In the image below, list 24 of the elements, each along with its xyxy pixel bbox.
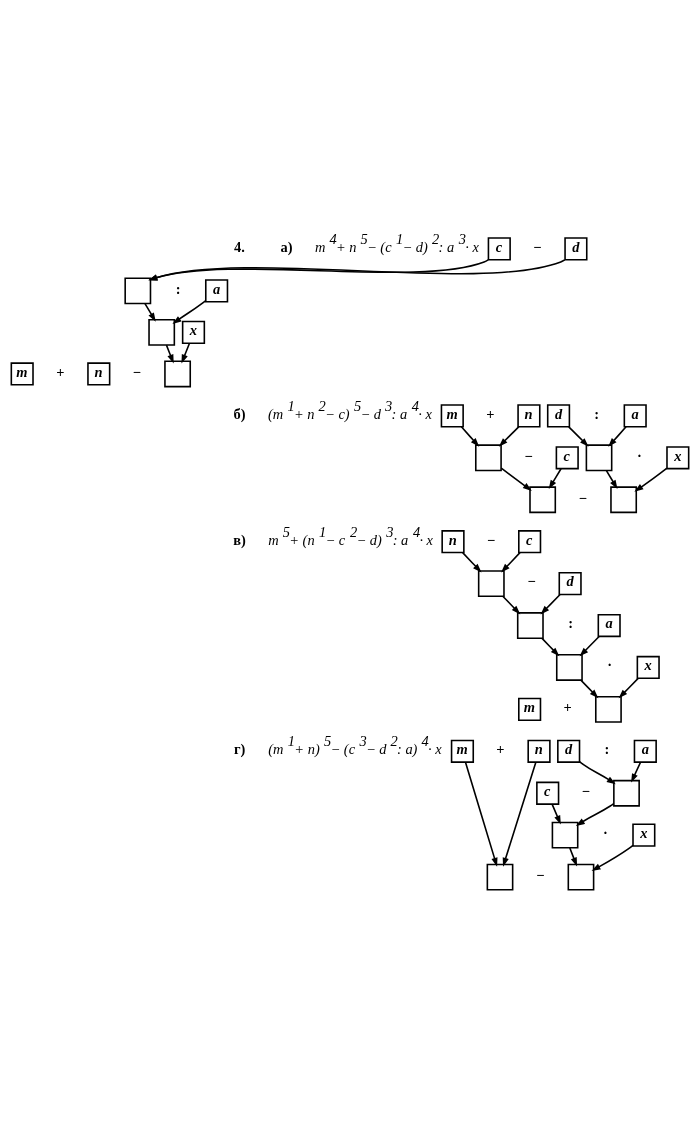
label: − — [132, 363, 142, 380]
label: · — [607, 657, 613, 674]
label: в) — [233, 531, 246, 548]
label: : — [568, 615, 574, 632]
label: + — [496, 741, 505, 758]
label: · — [603, 825, 608, 842]
label: − — [581, 783, 590, 800]
label: − — [536, 866, 545, 883]
label: − — [527, 573, 536, 590]
label: г) — [233, 741, 246, 758]
label: 4. — [233, 238, 245, 255]
label: + — [563, 699, 572, 716]
label: а) — [280, 238, 293, 255]
label: − — [578, 489, 588, 506]
label: : — [604, 741, 610, 758]
label: + — [56, 363, 65, 380]
label: + — [486, 405, 495, 422]
label: · — [636, 447, 642, 464]
label: − — [486, 531, 496, 548]
label: : — [594, 405, 600, 422]
label: б) — [233, 405, 246, 422]
label: − — [533, 238, 542, 255]
label: : — [175, 280, 181, 297]
label: − — [524, 447, 533, 464]
